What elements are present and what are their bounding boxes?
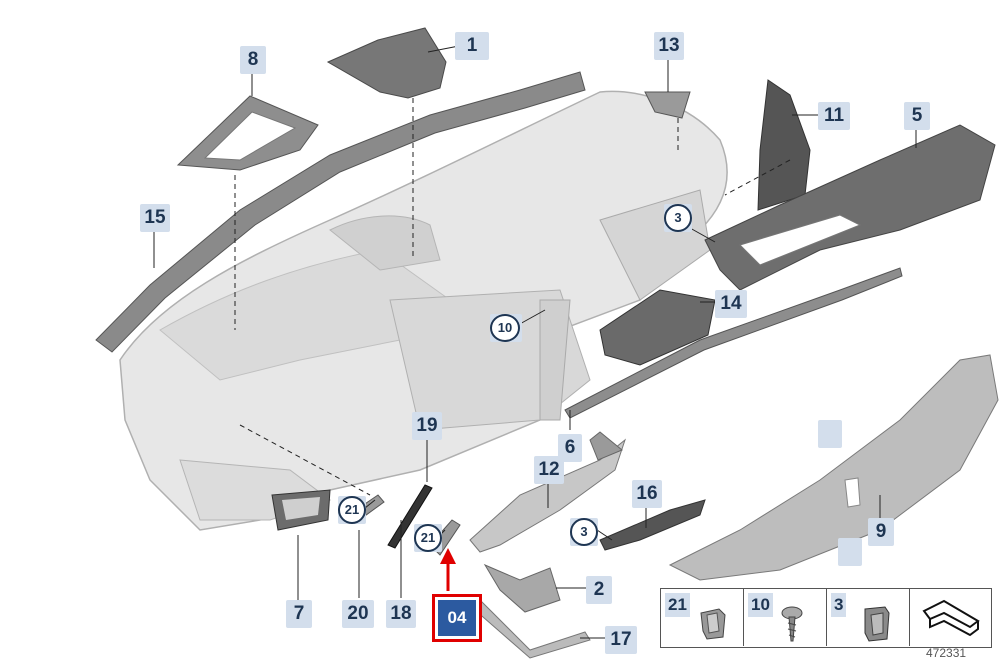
callout-15[interactable]: 15 (140, 204, 170, 232)
callout-18[interactable]: 18 (386, 600, 416, 628)
callout-13[interactable]: 13 (654, 32, 684, 60)
ring-callout-21-right[interactable]: 21 (414, 524, 442, 552)
callout-empty-1[interactable] (818, 420, 842, 448)
callout-9[interactable]: 9 (868, 518, 894, 546)
selected-callout-04[interactable]: 04 (432, 594, 482, 642)
small-parts-legend: 21 10 3 (660, 588, 992, 648)
legend-cell-bracket[interactable] (910, 589, 991, 646)
callout-16[interactable]: 16 (632, 480, 662, 508)
ring-label: 3 (664, 204, 692, 232)
callout-1[interactable]: 1 (455, 32, 489, 60)
clip-nut-icon (700, 608, 726, 640)
callout-8[interactable]: 8 (240, 46, 266, 74)
ring-label: 21 (338, 496, 366, 524)
ring-callout-10[interactable]: 10 (490, 314, 522, 342)
legend-cell-10[interactable]: 10 (744, 589, 827, 646)
diagram-reference-number: 472331 (926, 646, 967, 660)
callout-5[interactable]: 5 (904, 102, 930, 130)
callout-6[interactable]: 6 (558, 434, 582, 462)
ring-label: 21 (414, 524, 442, 552)
ring-callout-3-top[interactable]: 3 (664, 204, 692, 232)
legend-cell-21[interactable]: 21 (661, 589, 744, 646)
clip-icon (864, 606, 890, 642)
legend-cell-3[interactable]: 3 (827, 589, 910, 646)
callout-11[interactable]: 11 (818, 102, 850, 130)
ring-label: 3 (570, 518, 598, 546)
bracket-shape-icon (922, 599, 980, 637)
ring-callout-21-left[interactable]: 21 (338, 496, 366, 524)
callout-empty-2[interactable] (838, 538, 862, 566)
callout-19[interactable]: 19 (412, 412, 442, 440)
screw-icon (781, 606, 803, 642)
ring-label: 10 (490, 314, 520, 342)
callout-2[interactable]: 2 (586, 576, 612, 604)
callout-14[interactable]: 14 (715, 290, 747, 318)
legend-number: 10 (748, 593, 773, 617)
callout-17[interactable]: 17 (605, 626, 637, 654)
callout-7[interactable]: 7 (286, 600, 312, 628)
legend-number: 3 (831, 593, 847, 617)
selected-callout-label: 04 (438, 600, 476, 636)
legend-number: 21 (665, 593, 690, 617)
ring-callout-3-lower[interactable]: 3 (570, 518, 598, 546)
callout-12[interactable]: 12 (534, 456, 564, 484)
callout-20[interactable]: 20 (342, 600, 374, 628)
